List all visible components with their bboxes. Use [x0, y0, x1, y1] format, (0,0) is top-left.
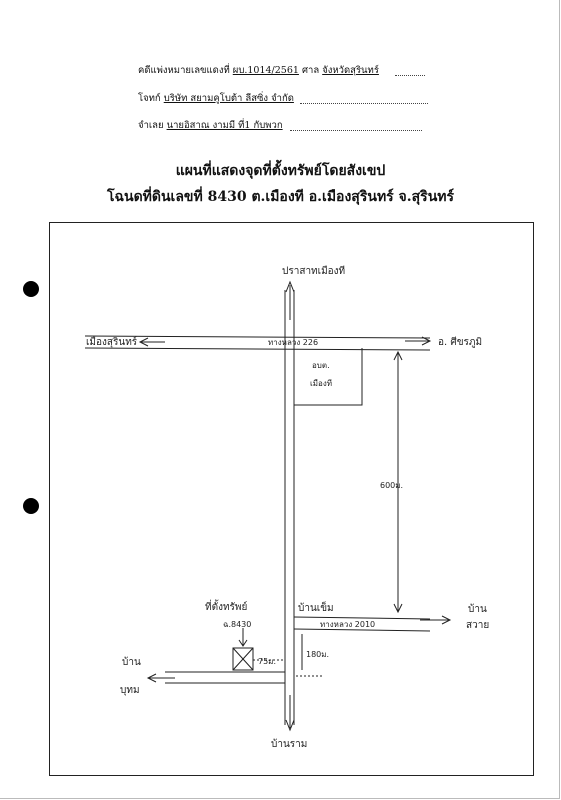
office-line2: เมืองที — [310, 379, 332, 388]
case-line: คดีแพ่งหมายเลขแดงที่ ผบ.1014/2561 ศาล จั… — [138, 63, 379, 78]
highway-226-north-edge — [84, 335, 431, 339]
office-box — [293, 348, 363, 406]
west2-arrowhead — [146, 673, 157, 683]
defendant-line: จำเลย นายอิสาณ งามมี ที่1 กับพวก — [138, 118, 283, 133]
plaintiff-name: บริษัท สยามคูโบต้า ลีสซิ่ง จำกัด — [163, 93, 294, 104]
office-line1: อบต. — [312, 361, 330, 370]
case-number: ผบ.1014/2561 — [232, 65, 299, 76]
highway-226-label: ทางหลวง 226 — [268, 338, 318, 347]
map-frame — [49, 222, 534, 776]
highway-2010-south-edge — [293, 628, 431, 632]
plaintiff-label: โจทก์ — [138, 93, 161, 104]
distance-long-top — [393, 350, 403, 361]
west2-label-line1: บ้าน — [122, 656, 141, 668]
village-khem-label: บ้านเข็ม — [298, 600, 334, 614]
court-name: จังหวัดสุรินทร์ — [322, 65, 379, 76]
west-road-label: เมืองสุรินทร์ — [86, 336, 138, 348]
north-label: ปราสาทเมืองที — [282, 265, 345, 277]
defendant-name: นายอิสาณ งามมี ที่1 กับพวก — [166, 120, 283, 131]
property-cross-2 — [232, 647, 254, 671]
title-line1: แผนที่แสดงจุดที่ตั้งทรัพย์โดยสังเขป — [175, 163, 386, 179]
punch-hole-bottom — [23, 498, 39, 514]
east-arrowhead — [421, 336, 432, 346]
property-box — [232, 647, 254, 671]
south-label: บ้านราม — [271, 738, 307, 750]
plaintiff-rule — [300, 103, 428, 104]
defendant-rule — [290, 130, 422, 131]
dist-short-label: 180ม. — [306, 650, 329, 659]
highway-226-south-edge — [84, 347, 431, 351]
court-label: ศาล — [301, 65, 320, 76]
property-deed-label: ฉ.8430 — [223, 620, 251, 629]
dist-to-property-label: 75ม. — [258, 657, 276, 666]
property-pointer-head — [238, 639, 248, 647]
case-label: คดีแพ่งหมายเลขแดงที่ — [138, 65, 230, 76]
east2-label-line1: บ้าน — [468, 603, 487, 615]
west2-label-line2: บุทม — [120, 685, 140, 696]
east2-arrowhead — [441, 615, 452, 625]
distance-long-bottom — [393, 603, 403, 614]
east-road-label: อ. ศีขรภูมิ — [438, 336, 482, 348]
case-rule — [395, 75, 425, 76]
defendant-label: จำเลย — [138, 120, 164, 131]
south-arrowhead — [285, 719, 295, 732]
plaintiff-line: โจทก์ บริษัท สยามคูโบต้า ลีสซิ่ง จำกัด — [138, 91, 294, 106]
highway-2010-label: ทางหลวง 2010 — [320, 620, 375, 629]
punch-hole-top — [23, 281, 39, 297]
property-label: ที่ตั้งทรัพย์ — [205, 599, 247, 613]
distance-long-label: 600ม. — [380, 481, 403, 490]
highway-2010-north-edge — [293, 616, 431, 620]
east2-label-line2: สวาย — [466, 620, 489, 631]
title-line2: โฉนดที่ดินเลขที่ 8430 ต.เมืองที อ.เมืองส… — [106, 189, 455, 205]
north-arrowhead — [285, 280, 295, 293]
west-arrowhead — [138, 337, 149, 347]
